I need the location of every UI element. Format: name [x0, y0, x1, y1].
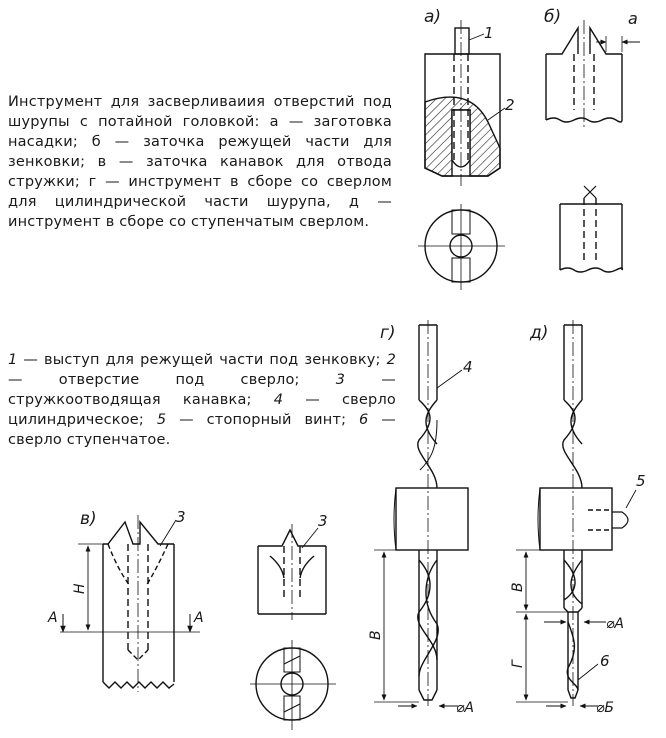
dim-diam-A-g: ⌀А [456, 700, 474, 716]
dim-diam-A-d: ⌀А [606, 616, 624, 632]
legend-num-3: 3 [335, 372, 346, 388]
callout-3-top: 3 [318, 512, 328, 530]
dim-H: Н [72, 583, 88, 594]
view-v-endview [250, 640, 336, 730]
legend-text-4: — сверло цилиндрическое; [8, 392, 396, 428]
view-label-d: д) [529, 323, 548, 343]
callout-6: 6 [600, 652, 610, 670]
callout-4: 4 [463, 358, 473, 376]
legend-text-6: — сверло ступенчатое. [8, 412, 397, 448]
legend-text-5: — стопорный винт; [166, 412, 360, 428]
dim-A-left: А [47, 610, 58, 626]
figure-caption: Инструмент для засверливаиия отверстий п… [8, 94, 392, 230]
view-b-sharpening [545, 20, 640, 128]
view-v-topview [257, 524, 327, 620]
view-g-assembly [374, 320, 469, 709]
dim-diam-B-d: ⌀Б [596, 700, 614, 716]
dim-B-d: В [510, 582, 526, 592]
legend-text-1: — выступ для режущей части под зенковку; [17, 352, 387, 368]
legend-num-6: 6 [359, 412, 369, 428]
dim-a-small: а [628, 9, 638, 28]
legend-text-2: — отверстие под сверло; [8, 372, 336, 388]
view-d-assembly [516, 320, 637, 709]
legend-num-5: 5 [156, 412, 167, 428]
view-v-sharpening [60, 515, 200, 692]
view-b-sideview [559, 185, 624, 273]
dim-G-d: Г [510, 659, 526, 668]
legend-num-1: 1 [8, 352, 18, 368]
view-a-endview [418, 204, 505, 290]
view-a-blank [424, 20, 506, 186]
view-label-a: а) [424, 7, 441, 27]
dim-A-right: А [193, 610, 204, 626]
view-label-v: в) [80, 509, 97, 529]
legend-num-4: 4 [273, 392, 284, 408]
view-label-g: г) [380, 323, 396, 343]
callout-3-side: 3 [176, 508, 186, 526]
legend-num-2: 2 [386, 352, 396, 368]
figure-legend: 1 — выступ для режущей части под зенковк… [8, 350, 396, 450]
legend-text-3: — стружкоотводящая канавка; [8, 372, 396, 408]
dim-B-g: В [368, 630, 384, 640]
callout-1: 1 [484, 24, 494, 42]
view-label-b: б) [544, 7, 561, 27]
callout-2: 2 [505, 96, 515, 114]
callout-5: 5 [636, 472, 646, 490]
